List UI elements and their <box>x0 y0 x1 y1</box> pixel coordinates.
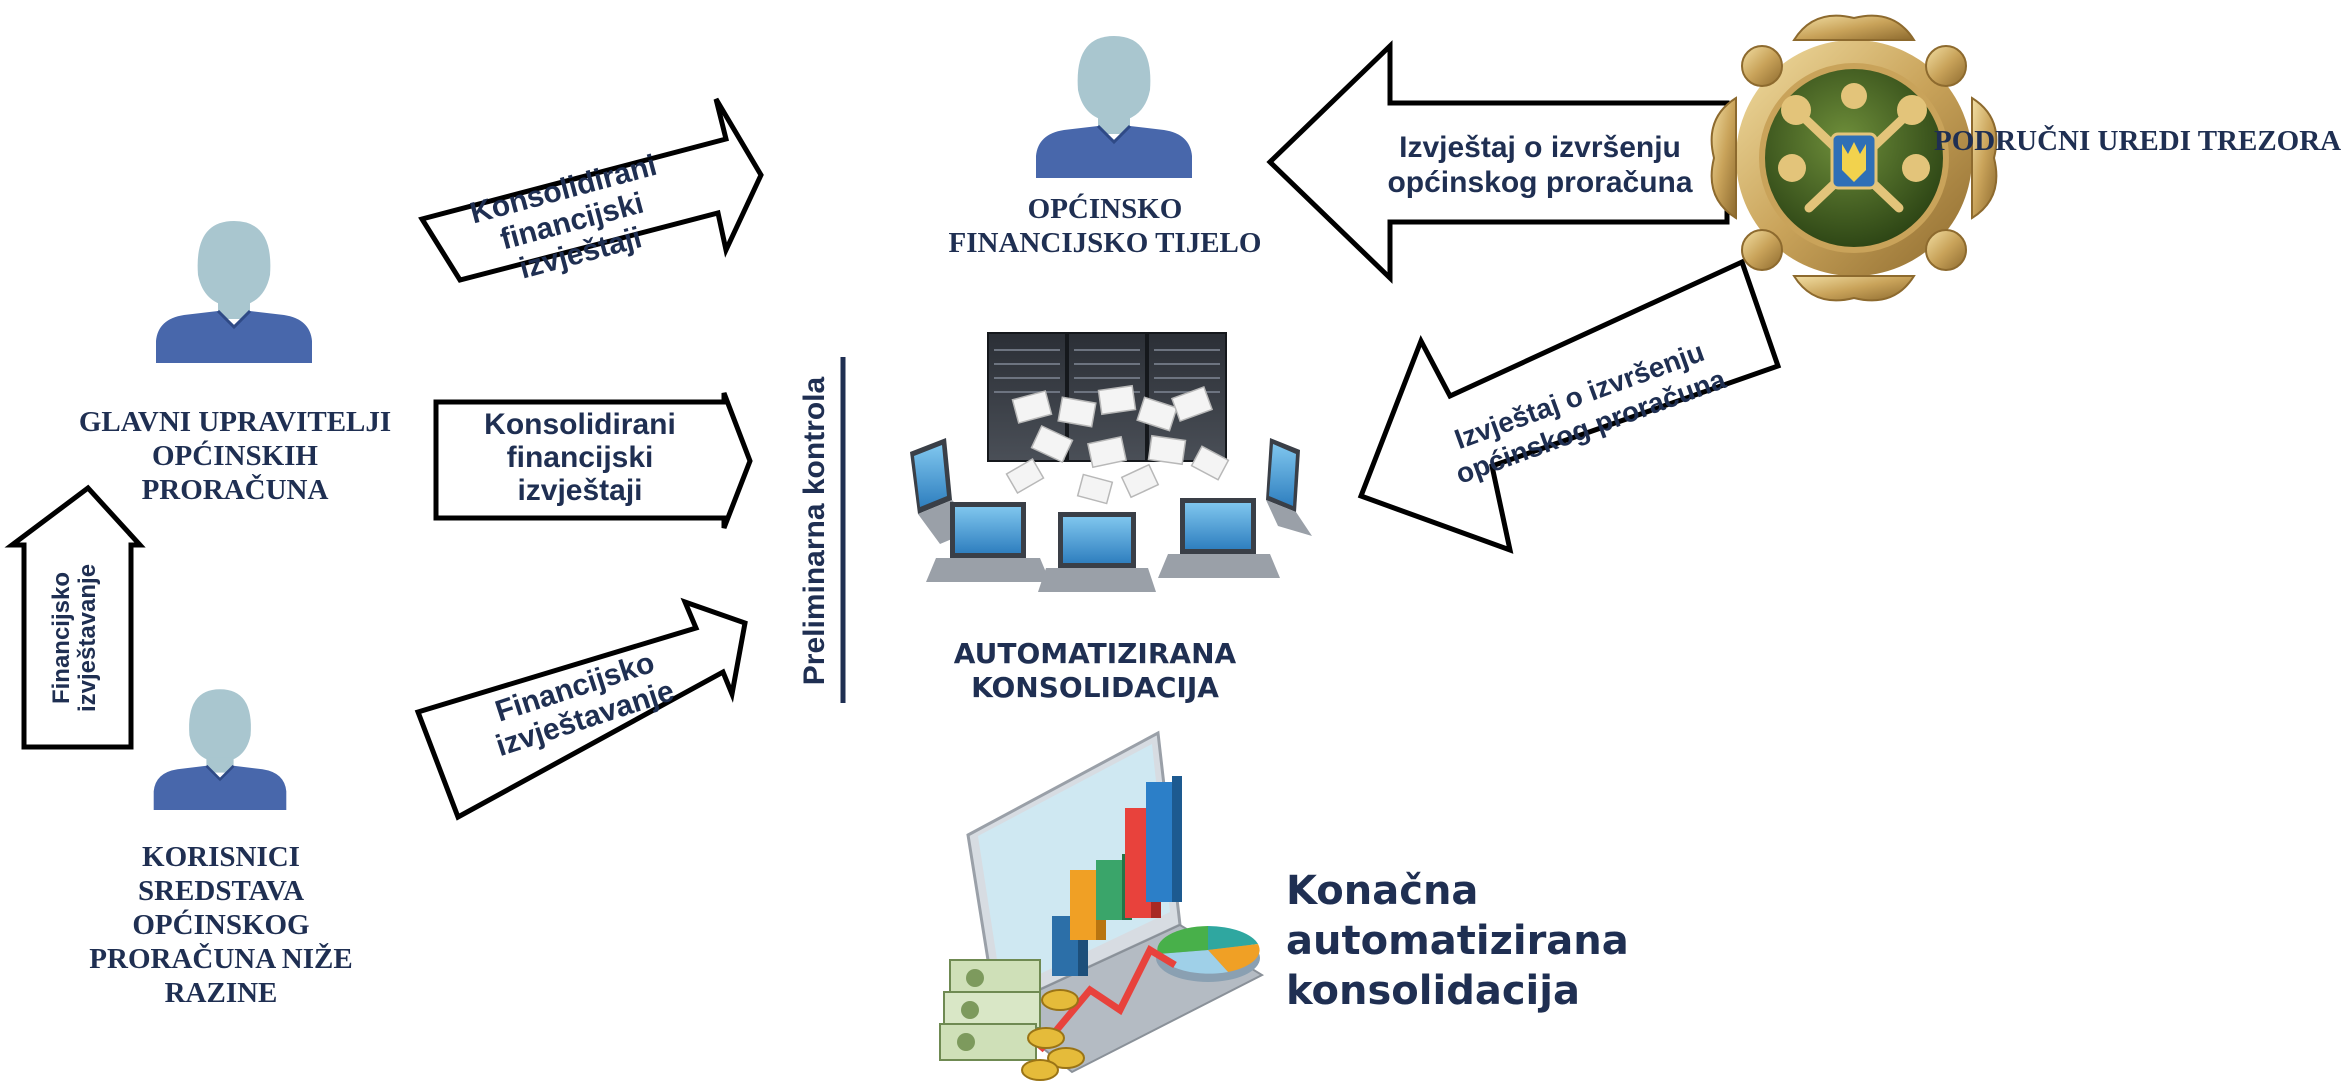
bar-chart-3d-icon <box>1052 776 1182 976</box>
trend-line-icon <box>1037 945 1177 1053</box>
treasury-seal-icon <box>1710 14 1998 302</box>
municipal-finance-body-label: OPĆINSKO FINANCIJSKO TIJELO <box>948 193 1262 259</box>
final-consolidation-label: Konačna automatizirana konsolidacija <box>1286 868 1629 1014</box>
arrow-budget-execution-report-diagonal <box>1357 258 1782 554</box>
main-budget-managers-label: GLAVNI UPRAVITELJI OPĆINSKIH PRORAČUNA <box>78 406 392 506</box>
lower-user-person-icon <box>152 688 288 812</box>
preliminary-control-label: Preliminarna kontrola <box>798 376 831 686</box>
arrow-budget-execution-report-top <box>1266 40 1730 284</box>
arrow-financial-reporting-diagonal <box>414 597 748 821</box>
arrow-label-consolidated-reports-middle: Konsolidirani financijski izvještaji <box>484 408 676 507</box>
final-consolidation-illustration <box>939 730 1265 1081</box>
pie-chart-3d-icon <box>1156 926 1260 982</box>
main-manager-person-icon <box>154 219 314 365</box>
arrow-label-financial-reporting-vertical: Financijsko izvještavanje <box>48 563 101 713</box>
automated-consolidation-illustration <box>910 332 1312 592</box>
arrow-consolidated-reports-top <box>418 97 764 283</box>
municipal-body-person-icon <box>1034 34 1194 180</box>
arrow-consolidated-reports-middle <box>433 392 753 529</box>
automated-consolidation-label: AUTOMATIZIRANA KONSOLIDACIJA <box>953 637 1237 704</box>
arrow-label-budget-execution-report-top: Izvještaj o izvršenju općinskog proračun… <box>1387 131 1693 199</box>
coins-icon <box>1021 989 1085 1081</box>
arrow-financial-reporting-vertical <box>4 484 146 750</box>
laptop-icon <box>910 438 1312 592</box>
money-stack-icon <box>939 959 1041 1061</box>
flying-documents-icon <box>1005 384 1230 505</box>
treasury-offices-label: PODRUČNI UREDI TREZORA <box>1934 125 2342 157</box>
lower-level-users-label: KORISNICI SREDSTAVA OPĆINSKOG PRORAČUNA … <box>89 841 353 1009</box>
